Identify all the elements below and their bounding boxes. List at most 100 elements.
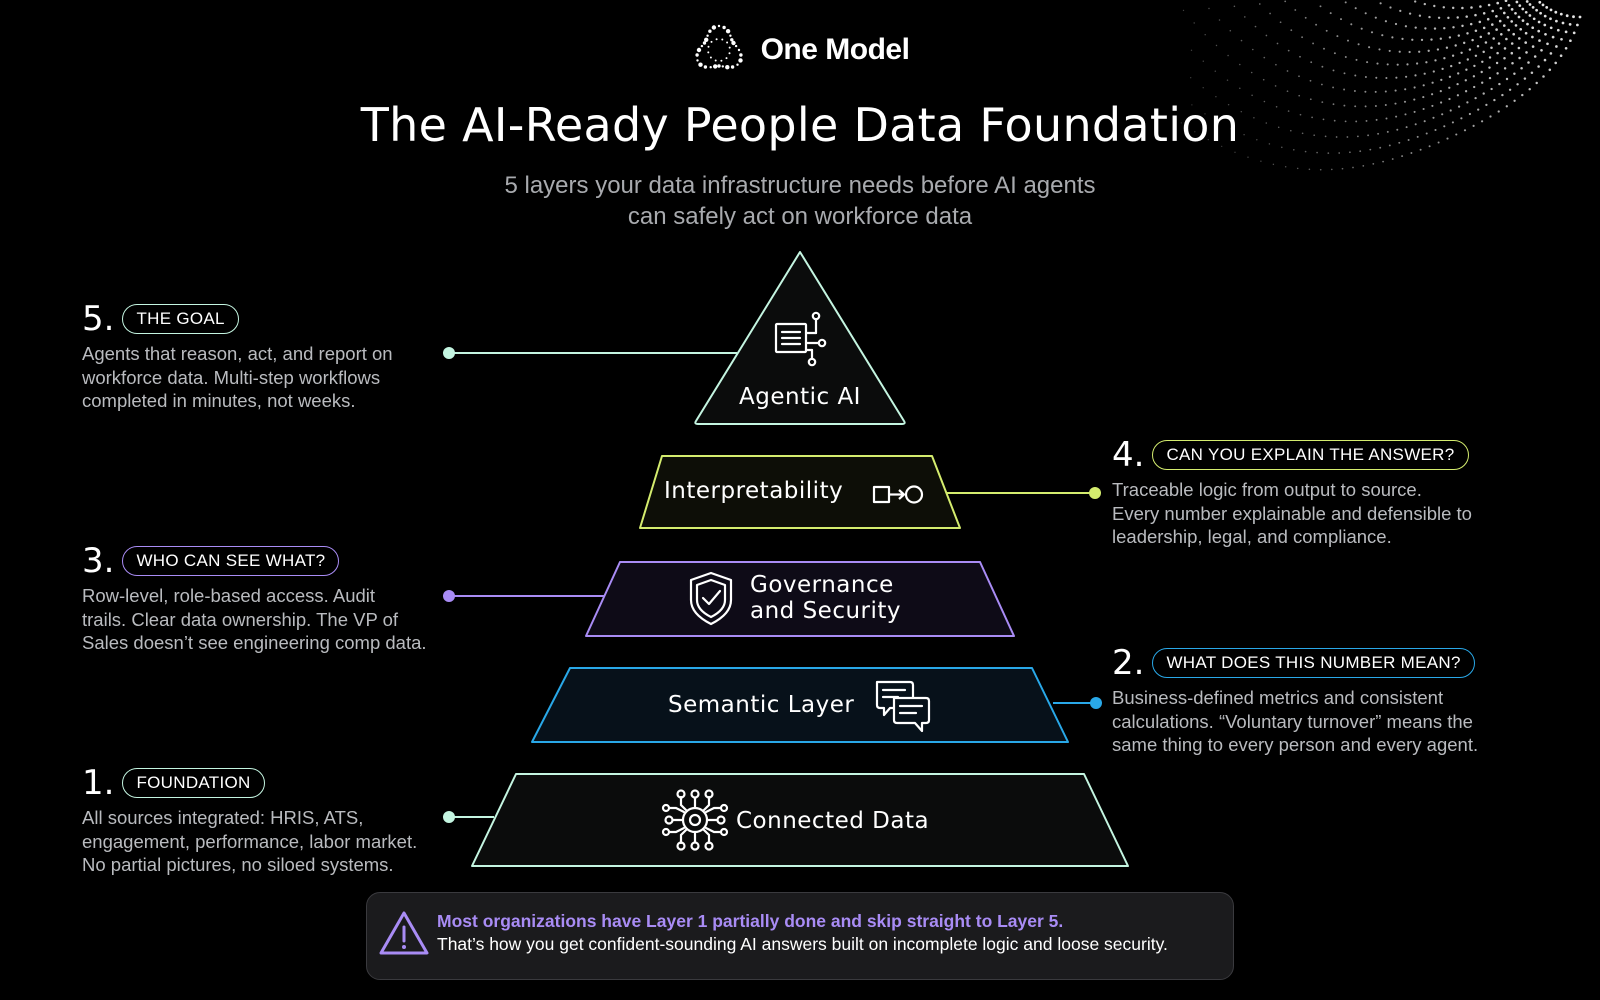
swirl-dot <box>1423 72 1426 75</box>
swirl-dot <box>1555 45 1558 48</box>
swirl-dot <box>1321 65 1324 68</box>
swirl-dot <box>1507 3 1511 7</box>
swirl-dot <box>1425 61 1428 64</box>
swirl-dot <box>1482 50 1485 54</box>
swirl-dot <box>1410 152 1413 154</box>
logo-dot <box>709 56 712 59</box>
swirl-dot <box>1394 22 1398 26</box>
swirl-dot <box>1518 4 1522 7</box>
swirl-dot <box>1554 61 1557 65</box>
swirl-dot <box>1385 76 1388 80</box>
layer-connected-shape <box>471 773 1129 867</box>
swirl-dot <box>1329 12 1332 15</box>
logo-dot <box>729 38 734 42</box>
swirl-dot <box>1510 8 1514 11</box>
desc-line: same thing to every person and every age… <box>1112 734 1479 755</box>
swirl-dot <box>1524 41 1528 44</box>
swirl-dot <box>1374 16 1377 19</box>
swirl-dot <box>1486 17 1490 21</box>
swirl-dot <box>1304 16 1307 19</box>
swirl-dot <box>1419 148 1422 151</box>
swirl-dot <box>1448 36 1452 39</box>
connector-explain <box>946 487 1101 499</box>
swirl-dot <box>1543 14 1547 18</box>
swirl-dot <box>1476 44 1480 48</box>
logo-dot <box>730 65 734 69</box>
swirl-dot <box>1391 158 1394 160</box>
swirl-dot <box>1480 120 1484 123</box>
logo-dot <box>717 24 720 28</box>
subtitle-line-2: can safely act on workforce data <box>627 203 973 230</box>
ai-document-network-icon <box>774 311 827 367</box>
swirl-dot <box>1423 120 1426 123</box>
layer-governance-label: Governance and Security <box>750 572 950 624</box>
swirl-dot <box>1226 79 1229 81</box>
logo-dot <box>719 59 722 62</box>
swirl-dot <box>1535 8 1538 12</box>
swirl-dot <box>1431 104 1434 107</box>
swirl-dot <box>1395 76 1398 79</box>
swirl-dot <box>1544 32 1547 36</box>
swirl-dot <box>1381 34 1384 37</box>
logo-dot <box>705 34 709 37</box>
logo-dot <box>702 41 706 45</box>
swirl-dot <box>1301 132 1304 135</box>
swirl-dot <box>1364 105 1367 108</box>
swirl-dot <box>1543 23 1547 27</box>
desc-line: Every number explainable and defensible … <box>1112 502 1472 524</box>
desc-line: All sources integrated: HRIS, ATS, <box>82 807 364 828</box>
swirl-dot <box>1379 2 1382 5</box>
swirl-dot <box>1466 101 1469 104</box>
swirl-dot <box>1240 110 1243 113</box>
swirl-dot <box>1414 0 1417 3</box>
swirl-dot <box>1362 165 1365 167</box>
swirl-dot <box>1493 98 1496 102</box>
swirl-dot <box>1310 61 1313 64</box>
swirl-dot <box>1251 48 1254 51</box>
swirl-dot <box>1564 30 1568 34</box>
swirl-dot <box>1313 134 1316 137</box>
swirl-dot <box>1377 132 1380 135</box>
swirl-dot <box>1521 19 1525 22</box>
logo-dot <box>700 44 703 48</box>
swirl-dot <box>1191 104 1193 106</box>
swirl-dot <box>1304 150 1307 153</box>
logo-dot <box>725 29 730 34</box>
swirl-dot <box>1454 44 1457 47</box>
desc-line: Row-level, role-based access. Audit <box>82 585 376 606</box>
swirl-dot <box>1341 167 1344 170</box>
swirl-dot <box>1442 6 1446 9</box>
swirl-dot <box>1513 99 1516 102</box>
swirl-dot <box>1414 26 1417 29</box>
swirl-dot <box>1420 38 1424 42</box>
swirl-dot <box>1229 29 1232 32</box>
swirl-dot <box>1470 6 1473 9</box>
connector-access <box>443 590 604 602</box>
swirl-dot <box>1478 20 1482 24</box>
logo-dot <box>714 59 717 62</box>
swirl-dot <box>1406 63 1409 66</box>
swirl-dot <box>1384 20 1387 23</box>
swirl-dot <box>1480 70 1483 74</box>
swirl-dot <box>1405 126 1408 129</box>
swirl-dot <box>1335 136 1338 138</box>
swirl-dot <box>1465 15 1468 18</box>
swirl-dot <box>1487 3 1491 7</box>
swirl-dot <box>1496 1 1500 5</box>
swirl-dot <box>1333 119 1336 122</box>
logo-dot <box>712 64 717 69</box>
swirl-dot <box>1287 49 1290 52</box>
swirl-dot <box>1498 19 1502 23</box>
desc-line: Business-defined metrics and consistent <box>1112 687 1444 708</box>
swirl-dot <box>1430 38 1433 41</box>
swirl-dot <box>1507 28 1511 32</box>
swirl-dot <box>1485 103 1488 107</box>
swirl-dot <box>1312 42 1315 45</box>
swirl-dot <box>1551 35 1555 39</box>
swirl-dot <box>1321 101 1324 103</box>
swirl-dot <box>1260 160 1262 162</box>
swirl-dot <box>1433 4 1436 8</box>
swirl-dot <box>1298 94 1301 97</box>
callout-tag: WHAT DOES THIS NUMBER MEAN? <box>1152 648 1475 678</box>
